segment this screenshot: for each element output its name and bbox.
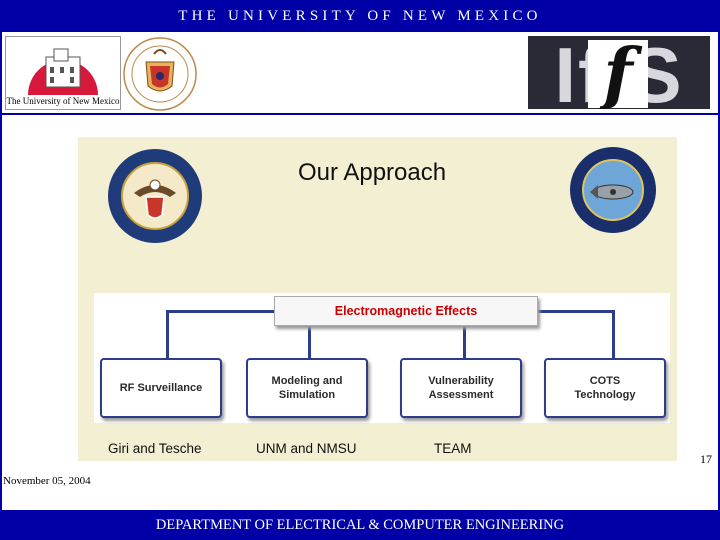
frame-left-border	[0, 32, 2, 510]
unm-logo-caption: The University of New Mexico	[6, 96, 120, 106]
electromagnetic-effects-box: Electromagnetic Effects	[274, 296, 538, 326]
header-divider	[0, 113, 720, 115]
connector-line-left	[166, 310, 274, 313]
connector-drop-2	[308, 324, 311, 358]
slide-title: Our Approach	[298, 159, 447, 186]
team-label-team: TEAM	[434, 441, 472, 456]
connector-drop-1	[166, 310, 169, 358]
presentation-date: November 05, 2004	[3, 475, 91, 487]
rf-surveillance-box: RF Surveillance	[100, 358, 222, 418]
team-label-unm-nmsu: UNM and NMSU	[256, 441, 357, 456]
connector-line-right	[536, 310, 612, 313]
cots-technology-box: COTS Technology	[544, 358, 666, 418]
ifis-logo: IfIS f	[528, 36, 710, 109]
frame-right-border	[718, 32, 720, 510]
modeling-simulation-box: Modeling and Simulation	[246, 358, 368, 418]
team-label-giri-tesche: Giri and Tesche	[108, 441, 202, 456]
agency-seal-icon	[108, 149, 202, 243]
university-banner: THE UNIVERSITY OF NEW MEXICO	[0, 0, 720, 32]
connector-drop-4	[612, 310, 615, 358]
school-seal-icon	[123, 37, 197, 111]
approach-slide: Our Approach Electromagnetic Effects RF …	[78, 137, 677, 461]
connector-drop-3	[463, 324, 466, 358]
ifis-logo-f-panel: f	[588, 40, 648, 108]
page-number: 17	[700, 452, 712, 466]
vulnerability-assessment-box: Vulnerability Assessment	[400, 358, 522, 418]
ifis-logo-letter: f	[603, 36, 633, 109]
department-banner: DEPARTMENT OF ELECTRICAL & COMPUTER ENGI…	[0, 510, 720, 540]
unm-logo: The University of New Mexico	[5, 36, 121, 110]
unm-zia-building-icon	[28, 48, 98, 95]
nuclear-weapons-school-seal-icon	[570, 147, 656, 233]
approach-diagram: Electromagnetic Effects RF Surveillance …	[94, 293, 670, 423]
